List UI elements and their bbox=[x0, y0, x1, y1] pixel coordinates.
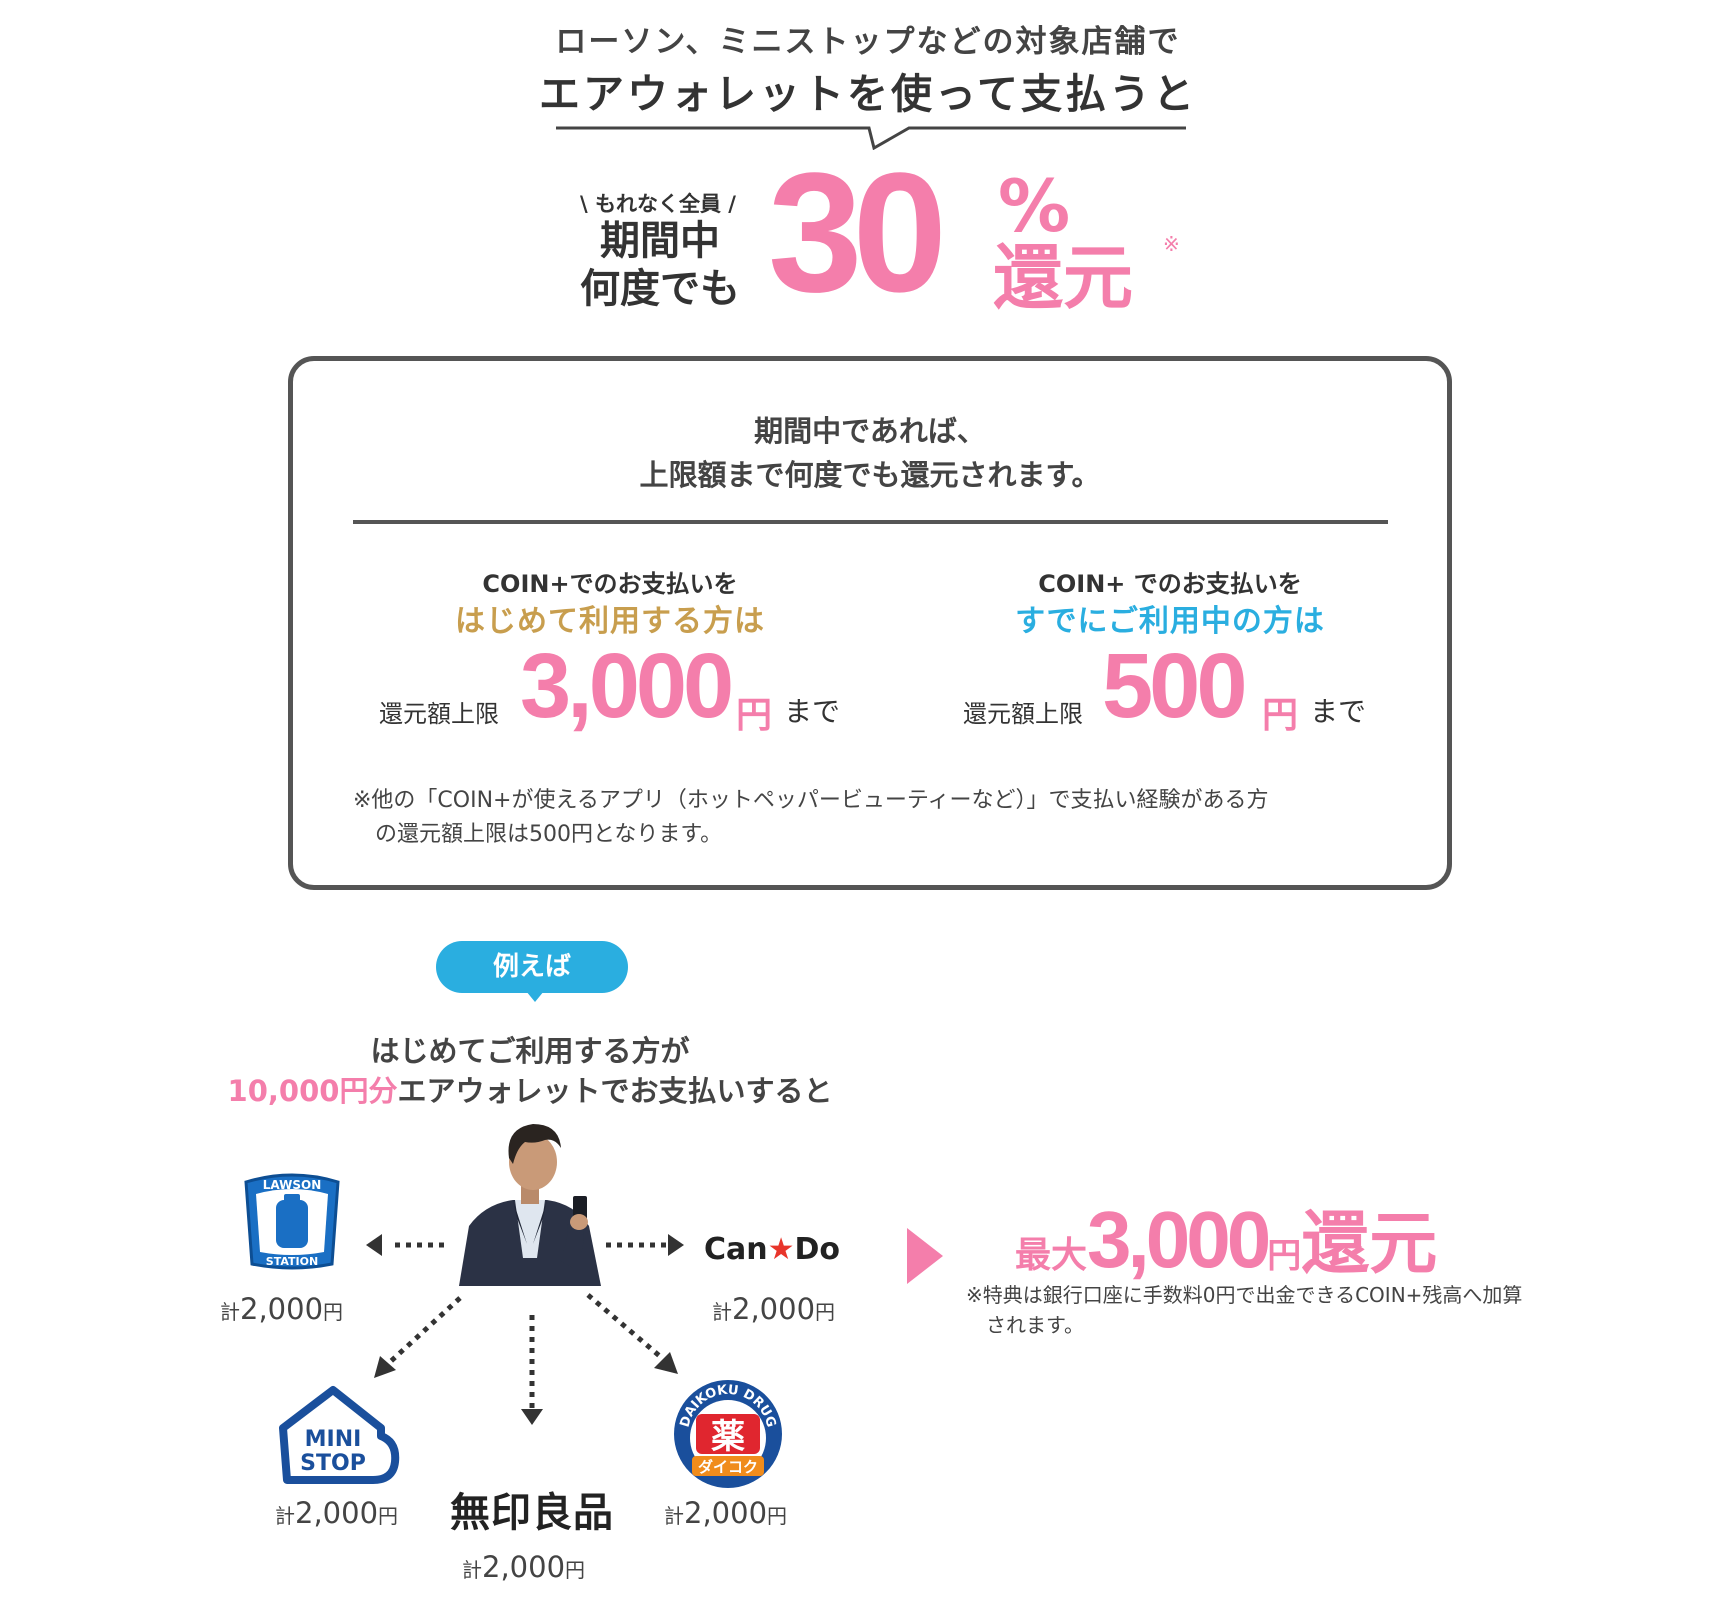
max-return-word: 還元 bbox=[1301, 1205, 1438, 1284]
cap-info-box bbox=[288, 356, 1452, 890]
tag-text: もれなく全員 bbox=[595, 192, 721, 216]
daikoku-logo-kana: ダイコク bbox=[698, 1458, 758, 1476]
everyone-tag: \ もれなく全員 / bbox=[568, 188, 748, 218]
amount-yen: 円 bbox=[565, 1558, 586, 1582]
result-note: ※特典は銀行口座に手数料0円で出金できるCOIN+残高へ加算 されます。 bbox=[966, 1280, 1546, 1340]
amount-yen: 円 bbox=[767, 1504, 788, 1528]
first-use-subtitle: はじめて利用する方は bbox=[455, 604, 765, 639]
example-badge: 例えば bbox=[436, 941, 628, 993]
return-word: 還元 bbox=[993, 237, 1133, 319]
tag-slash-right: / bbox=[721, 192, 736, 216]
lawson-logo-bottom: STATION bbox=[266, 1255, 318, 1268]
ministop-logo-line-1: MINI bbox=[305, 1427, 362, 1452]
existing-use-cap-amount: 500 bbox=[1102, 635, 1247, 737]
existing-use-title: COIN+ でのお支払いを bbox=[1038, 570, 1302, 598]
result-note-line-1: ※特典は銀行口座に手数料0円で出金できるCOIN+残高へ加算 bbox=[966, 1283, 1523, 1307]
amount-yen: 円 bbox=[323, 1300, 344, 1324]
box-note-line-1: ※他の「COIN+が使えるアプリ（ホットペッパービューティーなど）」で支払い経験… bbox=[353, 788, 1269, 813]
existing-use-cap-label: 還元額上限 bbox=[963, 700, 1083, 728]
amount-yen: 円 bbox=[378, 1504, 399, 1528]
asterisk-mark: ※ bbox=[1163, 232, 1180, 256]
box-note: ※他の「COIN+が使えるアプリ（ホットペッパービューティーなど）」で支払い経験… bbox=[353, 784, 1403, 852]
box-divider bbox=[353, 520, 1388, 524]
ministop-logo-line-2: STOP bbox=[300, 1451, 366, 1476]
box-heading-1: 期間中であれば、 bbox=[754, 414, 986, 448]
result-arrow-icon bbox=[907, 1228, 943, 1284]
cando-amount: 計2,000円 bbox=[712, 1292, 835, 1326]
first-use-title: COIN+でのお支払いを bbox=[482, 570, 738, 598]
example-line-1: はじめてご利用する方が bbox=[370, 1034, 690, 1068]
header-line-2: エアウォレットを使って支払うと bbox=[539, 70, 1197, 118]
ministop-amount: 計2,000円 bbox=[275, 1496, 398, 1530]
lawson-station-logo: LAWSON STATION bbox=[244, 1173, 340, 1270]
example-badge-tail bbox=[526, 991, 544, 1002]
daikoku-drug-logo: DAIKOKU DRUG 薬 ダイコク bbox=[674, 1380, 782, 1488]
amount-prefix: 計 bbox=[462, 1558, 482, 1582]
amount-value: 2,000 bbox=[684, 1496, 768, 1530]
arrow-down-head bbox=[521, 1409, 543, 1425]
amount-prefix: 計 bbox=[275, 1504, 295, 1528]
arrow-down-left-line bbox=[388, 1296, 462, 1364]
arrow-down-right-line bbox=[586, 1293, 664, 1360]
muji-logo: 無印良品 bbox=[450, 1490, 614, 1536]
amount-value: 2,000 bbox=[732, 1292, 816, 1326]
tag-slash-left: \ bbox=[580, 192, 595, 216]
amount-prefix: 計 bbox=[220, 1300, 240, 1324]
muji-amount: 計2,000円 bbox=[462, 1550, 585, 1584]
existing-use-yen: 円 bbox=[1262, 695, 1299, 736]
box-heading-2: 上限額まで何度でも還元されます。 bbox=[639, 458, 1101, 492]
percent-sign: % bbox=[998, 164, 1071, 248]
amount-value: 2,000 bbox=[482, 1550, 566, 1584]
existing-use-subtitle: すでにご利用中の方は bbox=[1015, 604, 1325, 639]
first-use-cap-amount: 3,000 bbox=[520, 635, 734, 737]
max-yen: 円 bbox=[1267, 1236, 1302, 1276]
arrow-right-head bbox=[668, 1234, 684, 1256]
cando-logo: Can★Do bbox=[704, 1232, 840, 1267]
ministop-logo: MINI STOP bbox=[279, 1386, 400, 1484]
amount-prefix: 計 bbox=[712, 1300, 732, 1324]
result-note-line-2: されます。 bbox=[986, 1313, 1084, 1337]
example-line-2-rest: エアウォレットでお支払いすると bbox=[397, 1074, 833, 1108]
first-use-cap-label: 還元額上限 bbox=[379, 700, 499, 728]
daikoku-logo-kanji: 薬 bbox=[711, 1417, 745, 1457]
big-30: 30 bbox=[768, 138, 947, 328]
period-line-1: 期間中 bbox=[600, 218, 720, 264]
first-use-until: まで bbox=[784, 695, 841, 728]
amount-yen: 円 bbox=[815, 1300, 836, 1324]
existing-use-until: まで bbox=[1310, 695, 1367, 728]
first-use-yen: 円 bbox=[736, 695, 773, 736]
example-line-2: 10,000円分エアウォレットでお支払いすると bbox=[200, 1068, 860, 1110]
arrow-down-right-head bbox=[654, 1352, 678, 1374]
arrow-left-head bbox=[366, 1234, 382, 1256]
max-return: 最大3,000円還元 bbox=[1015, 1188, 1437, 1287]
amount-value: 2,000 bbox=[240, 1292, 324, 1326]
header-line-1: ローソン、ミニストップなどの対象店舗で bbox=[555, 24, 1181, 60]
amount-prefix: 計 bbox=[664, 1504, 684, 1528]
person-with-phone-icon bbox=[459, 1124, 601, 1286]
lawson-logo-top: LAWSON bbox=[263, 1178, 322, 1192]
max-label: 最大 bbox=[1015, 1235, 1088, 1276]
cando-logo-text-1: Can bbox=[704, 1232, 768, 1267]
arrow-down-left-head bbox=[374, 1356, 396, 1378]
period-line-2: 何度でも bbox=[580, 266, 740, 312]
flow-arrows bbox=[366, 1234, 684, 1425]
speech-underline bbox=[556, 126, 1186, 150]
max-amount: 3,000 bbox=[1087, 1195, 1271, 1284]
example-amount-highlight: 10,000円分 bbox=[227, 1074, 398, 1108]
lawson-amount: 計2,000円 bbox=[220, 1292, 343, 1326]
box-note-line-2: の還元額上限は500円となります。 bbox=[375, 822, 723, 847]
daikoku-amount: 計2,000円 bbox=[664, 1496, 787, 1530]
amount-value: 2,000 bbox=[295, 1496, 379, 1530]
cando-logo-text-2: Do bbox=[794, 1232, 841, 1267]
star-icon: ★ bbox=[767, 1232, 795, 1267]
